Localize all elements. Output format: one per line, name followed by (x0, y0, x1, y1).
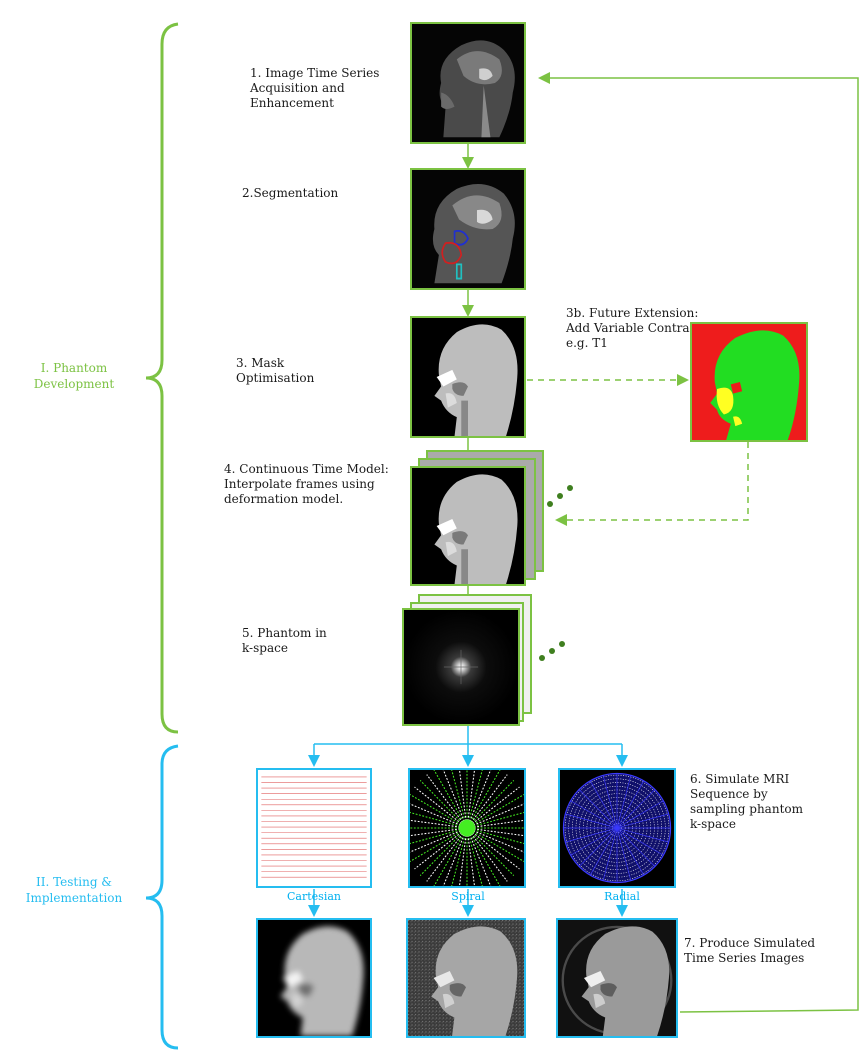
step7-label: 7. Produce Simulated Time Series Images (684, 936, 816, 965)
phase1-brace (145, 22, 179, 734)
radial-reconstruction-image (556, 918, 678, 1038)
step1-label: 1. Image Time Series Acquisition and Enh… (250, 66, 380, 110)
continuous-time-model-image (410, 466, 526, 586)
spiral-reconstruction-image (406, 918, 526, 1038)
dashed-from-3b (555, 442, 749, 526)
radial-caption: Radial (604, 890, 640, 903)
segmentation-image (410, 168, 526, 290)
phase1-label: I. Phantom Development (33, 361, 115, 391)
cartesian-caption: Cartesian (287, 890, 341, 903)
feedback-arrow (538, 72, 859, 1013)
cartesian-sampling-image (256, 768, 372, 888)
step4-label: 4. Continuous Time Model: Interpolate fr… (224, 462, 389, 506)
spiral-sampling-image (408, 768, 526, 888)
mask-image (410, 316, 526, 438)
spiral-caption: Spiral (451, 890, 485, 903)
step6-label: 6. Simulate MRI Sequence by sampling pha… (690, 772, 803, 831)
kspace-image (402, 608, 520, 726)
ellipsis-dots-1 (547, 485, 573, 507)
ellipsis-dots-2 (539, 641, 565, 661)
mri-acquisition-image (410, 22, 526, 144)
phase2-brace (145, 744, 179, 1050)
step2-label: 2.Segmentation (242, 186, 339, 200)
phase2-label: II. Testing & Implementation (25, 875, 123, 905)
radial-sampling-image (558, 768, 676, 888)
step5-label: 5. Phantom in k-space (242, 626, 327, 655)
step3-label: 3. Mask Optimisation (236, 356, 315, 385)
cartesian-reconstruction-image (256, 918, 372, 1038)
variable-contrast-image (690, 322, 808, 442)
step3b-label: 3b. Future Extension: Add Variable Contr… (566, 306, 701, 350)
